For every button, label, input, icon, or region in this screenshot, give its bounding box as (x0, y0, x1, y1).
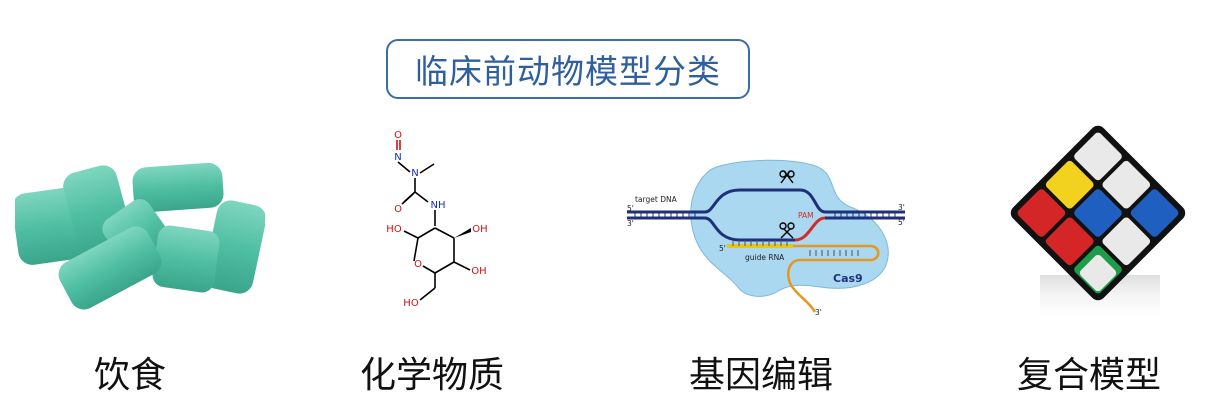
atom-ho-left: HO (386, 224, 402, 235)
atom-o-ring: O (414, 259, 422, 270)
label-5prime-right: 5' (898, 218, 905, 227)
crispr-diagram: target DNA 5' 3' 3' 5' PAM 5' guide RNA … (627, 159, 905, 317)
gum-piece (203, 200, 265, 294)
guide-rna-tail (787, 244, 880, 313)
label-3prime-tail: 3' (815, 308, 822, 317)
atom-o-nitroso: O (394, 130, 402, 141)
caption-diet: 饮食 (93, 355, 167, 396)
gum-piece (152, 225, 220, 293)
label-3prime-left: 3' (627, 219, 634, 228)
cube-tile (1017, 189, 1066, 237)
atom-nh: NH (431, 200, 446, 211)
label-pam: PAM (798, 211, 814, 220)
chemical-structure: O N N O NH HO OH O OH HO (386, 130, 487, 309)
cube-tile (1074, 189, 1122, 237)
gum-piece (132, 162, 224, 213)
diagram-title: 临床前动物模型分类 (415, 52, 721, 91)
atom-oh-lower: OH (471, 266, 486, 277)
cube-tile (1102, 160, 1151, 209)
label-guide-rna: guide RNA (745, 253, 785, 262)
atom-n-nitroso: N (394, 152, 401, 163)
caption-composite: 复合模型 (1016, 355, 1162, 396)
cube-tile (1045, 217, 1094, 266)
scissors-icon (779, 222, 795, 239)
atom-oh-right: OH (472, 224, 487, 235)
label-target-dna: target DNA (635, 195, 678, 204)
label-3prime-top: 3' (898, 203, 905, 212)
cube-tile (1074, 132, 1122, 181)
label-cas9: Cas9 (833, 272, 863, 285)
title-box: 临床前动物模型分类 (386, 39, 750, 99)
scissors-icon (779, 170, 795, 184)
caption-chemical: 化学物质 (359, 355, 505, 396)
cube-tile (1130, 189, 1179, 237)
cube-tile (1045, 160, 1094, 209)
label-5prime-top: 5' (627, 204, 634, 213)
diet-image (15, 162, 265, 310)
atom-ho-bottom: HO (403, 298, 419, 309)
atom-n-methyl: N (411, 168, 418, 179)
cube-tile (1079, 254, 1117, 292)
label-5prime-guide: 5' (719, 244, 726, 253)
gum-piece (58, 226, 162, 310)
rubiks-cube-image (1010, 125, 1186, 325)
caption-gene-editing: 基因编辑 (688, 355, 834, 396)
atom-o-carbonyl: O (394, 204, 402, 215)
cube-tile (1102, 217, 1151, 266)
